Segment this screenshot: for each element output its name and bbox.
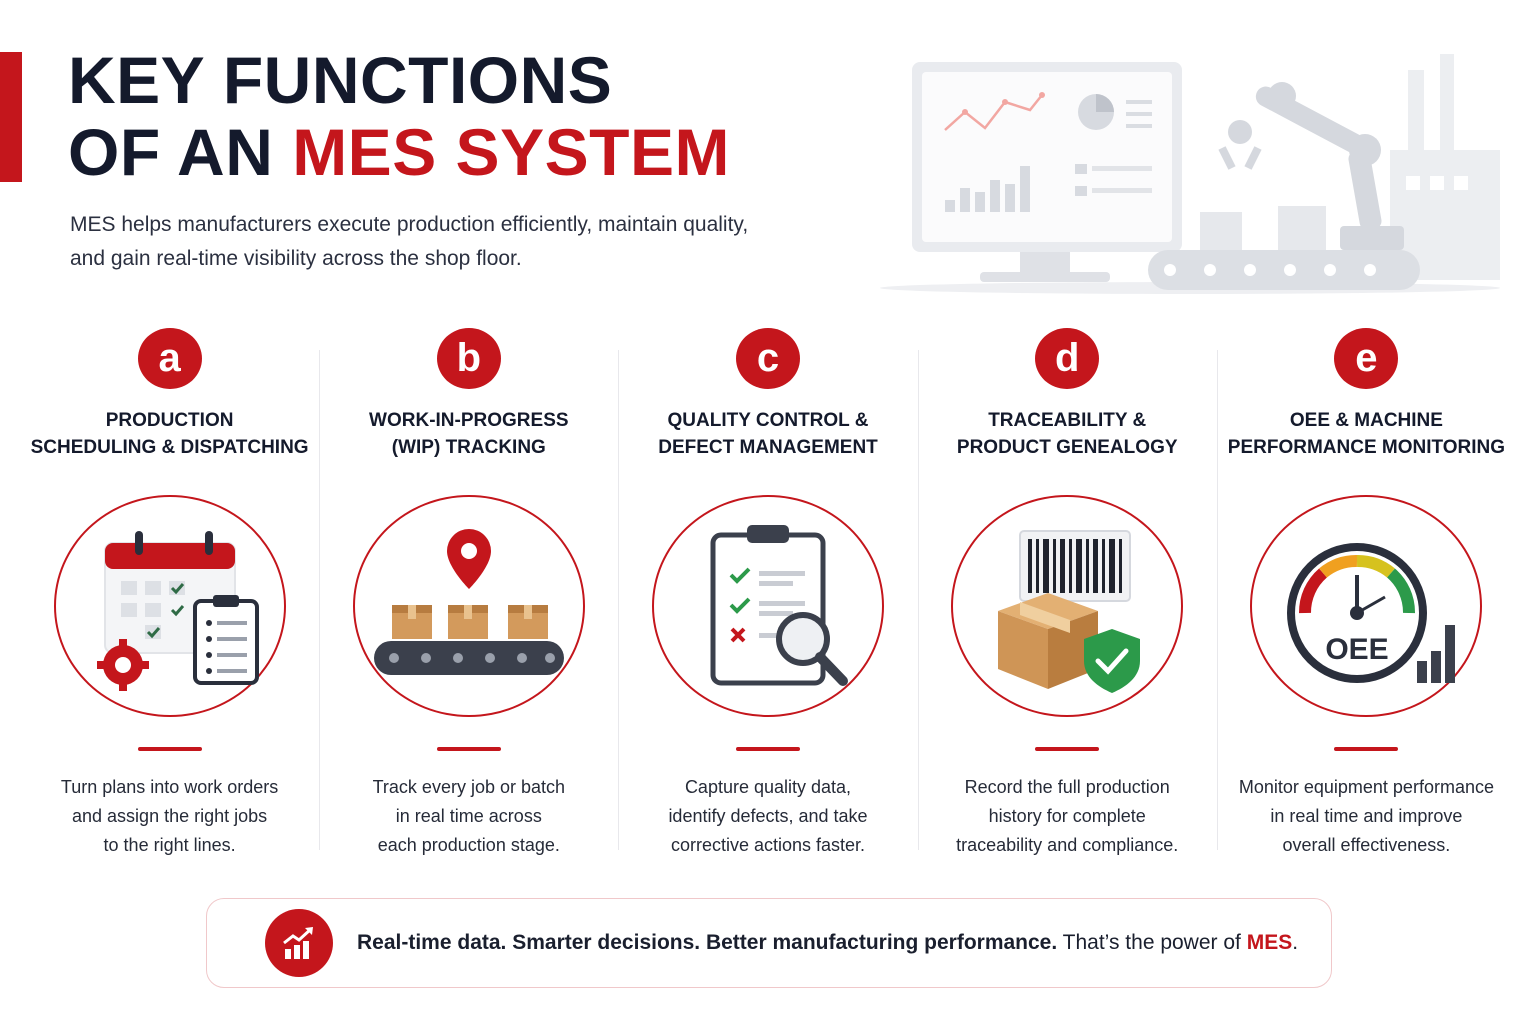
function-description-line: and assign the right jobs (72, 805, 268, 826)
divider-dash (1334, 747, 1399, 751)
function-description: Track every job or batch in real time ac… (373, 773, 565, 860)
footer-normal-text: That’s the power of (1057, 931, 1247, 954)
function-card-wip-tracking: b WORK-IN-PROGRESS (WIP) TRACKING Track … (319, 328, 618, 860)
footer-highlight: MES (1246, 931, 1293, 954)
function-description: Record the full production history for c… (956, 773, 1178, 860)
function-description-line: identify defects, and take (668, 805, 868, 826)
function-title-line: OEE & MACHINE (1289, 410, 1443, 432)
subtitle-line-2: and gain real-time visibility across the… (70, 247, 522, 270)
function-title: TRACEABILITY & PRODUCT GENEALOGY (957, 407, 1178, 464)
growth-chart-icon (265, 909, 333, 977)
function-card-scheduling: a PRODUCTION SCHEDULING & DISPATCHING (20, 328, 319, 860)
function-description-line: in real time across (395, 805, 542, 826)
footer-tagline: Real-time data. Smarter decisions. Bette… (357, 931, 1298, 955)
function-title: WORK-IN-PROGRESS (WIP) TRACKING (369, 407, 569, 464)
function-title-line: (WIP) TRACKING (391, 437, 546, 459)
function-description-line: overall effectiveness. (1282, 834, 1451, 855)
divider-dash (736, 747, 800, 751)
function-letter-badge: b (436, 328, 501, 390)
function-letter-badge: e (1334, 328, 1399, 390)
factory-icon (1390, 54, 1500, 280)
function-icon-circle (652, 494, 884, 718)
function-icon-circle: OEE (1250, 494, 1483, 718)
function-title: PRODUCTION SCHEDULING & DISPATCHING (31, 407, 309, 464)
function-description-line: to the right lines. (103, 834, 236, 855)
function-description-line: Capture quality data, (684, 776, 852, 797)
function-letter-badge: a (137, 328, 202, 390)
title-line-2-prefix: OF AN (68, 115, 293, 189)
function-title-line: TRACEABILITY & (988, 410, 1147, 432)
function-card-quality-control: c QUALITY CONTROL & DEFECT MANAGEMENT Ca… (618, 328, 917, 860)
function-card-traceability: d TRACEABILITY & PRODUCT GENEALOGY Recor… (917, 328, 1217, 860)
function-description-line: Track every job or batch (372, 776, 566, 797)
accent-bar (0, 52, 22, 182)
monitor-dashboard-icon (912, 62, 1182, 282)
function-description-line: Monitor equipment performance (1238, 776, 1494, 797)
function-description-line: corrective actions faster. (670, 834, 866, 855)
function-card-oee-monitoring: e OEE & MACHINE PERFORMANCE MONITORING O… (1216, 328, 1516, 860)
footer-end: . (1292, 931, 1299, 954)
conveyor-location-icon (373, 528, 564, 675)
factory-illustration (880, 54, 1500, 294)
function-description-line: each production stage. (377, 834, 560, 855)
barcode-box-shield-icon (998, 529, 1141, 693)
function-letter-badge: c (736, 328, 800, 390)
function-icon-circle (352, 494, 585, 718)
function-title: OEE & MACHINE PERFORMANCE MONITORING (1228, 407, 1505, 464)
robot-arm-icon (1218, 82, 1404, 250)
function-icon-circle (53, 494, 286, 718)
footer-banner: Real-time data. Smarter decisions. Bette… (206, 898, 1332, 988)
function-description-line: in real time and improve (1270, 805, 1463, 826)
divider-dash (137, 747, 202, 751)
subtitle-line-1: MES helps manufacturers execute producti… (70, 213, 749, 236)
page-subtitle: MES helps manufacturers execute producti… (70, 208, 850, 276)
conveyor-icon (1148, 206, 1420, 290)
divider-dash (1035, 747, 1100, 751)
function-description-line: Record the full production (964, 776, 1170, 797)
function-description-line: traceability and compliance. (956, 834, 1179, 855)
function-title-line: PERFORMANCE MONITORING (1227, 437, 1506, 459)
function-title: QUALITY CONTROL & DEFECT MANAGEMENT (658, 407, 878, 464)
function-title-line: SCHEDULING & DISPATCHING (30, 437, 309, 459)
calendar-gear-clipboard-icon (96, 530, 259, 691)
oee-gauge-icon: OEE (1287, 542, 1456, 683)
function-title-line: QUALITY CONTROL & (667, 410, 869, 432)
function-title-line: PRODUCTION (105, 410, 234, 432)
function-description: Monitor equipment performance in real ti… (1239, 773, 1494, 860)
gauge-label: OEE (1326, 633, 1389, 666)
function-title-line: PRODUCT GENEALOGY (956, 437, 1178, 459)
function-description-line: history for complete (988, 805, 1146, 826)
footer-bold-text: Real-time data. Smarter decisions. Bette… (357, 931, 1058, 954)
function-title-line: DEFECT MANAGEMENT (658, 437, 878, 459)
page-title: KEY FUNCTIONS OF AN MES SYSTEM (68, 44, 730, 188)
function-description-line: Turn plans into work orders (60, 776, 279, 797)
function-icon-circle (951, 494, 1184, 718)
divider-dash (436, 747, 501, 751)
function-letter-badge: d (1035, 328, 1100, 390)
title-line-2-highlight: MES SYSTEM (292, 115, 730, 189)
functions-row: a PRODUCTION SCHEDULING & DISPATCHING (20, 328, 1516, 860)
function-title-line: WORK-IN-PROGRESS (369, 410, 569, 432)
function-description: Capture quality data, identify defects, … (668, 773, 867, 860)
function-description: Turn plans into work orders and assign t… (61, 773, 278, 860)
title-line-1: KEY FUNCTIONS (68, 43, 613, 117)
checklist-magnifier-icon (710, 524, 848, 686)
